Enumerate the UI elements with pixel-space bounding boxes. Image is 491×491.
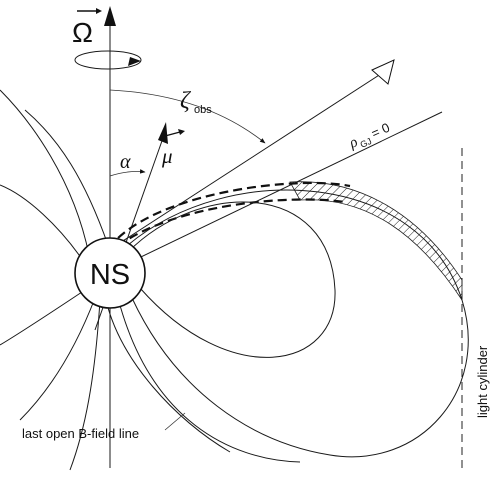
rho-equals-zero: = 0	[369, 120, 392, 141]
rho-gj-zero-label: ρ GJ = 0	[346, 120, 392, 152]
omega-label: Ω	[72, 17, 93, 48]
field-line-left-2	[0, 184, 89, 269]
field-line-left-4	[19, 297, 96, 421]
mu-symbol: μ	[161, 129, 185, 168]
mu-label: μ	[161, 144, 173, 168]
zeta-obs-symbol: ζ obs	[180, 88, 212, 116]
rho-label: ρ	[346, 134, 360, 152]
last-open-field-line	[127, 189, 469, 458]
alpha-label: α	[120, 151, 131, 173]
rho-subscript: GJ	[359, 136, 374, 150]
observer-eye-icon	[371, 59, 395, 85]
rotation-direction-ellipse	[74, 50, 142, 70]
outer-gap-lower-boundary	[117, 198, 346, 247]
last-open-line-leader	[164, 412, 186, 431]
field-line-left-1	[0, 89, 91, 261]
omega-symbol: Ω	[72, 8, 102, 48]
field-line-lower-2	[105, 299, 231, 453]
outer-gap-upper-boundary	[117, 181, 351, 239]
neutron-star-circle	[74, 237, 146, 309]
zeta-obs-arc	[109, 89, 266, 144]
field-line-left-5	[69, 299, 101, 471]
zeta-label: ζ	[180, 88, 192, 114]
field-line-lower-1	[117, 297, 301, 463]
rotation-axis-arrowhead	[104, 6, 116, 26]
field-line-left-3	[0, 287, 89, 346]
light-cylinder-label: light cylinder	[475, 345, 490, 418]
alpha-arc	[109, 169, 146, 177]
closed-field-line-inner	[127, 201, 336, 358]
magnetic-moment-arrowhead	[158, 122, 168, 144]
observer-line-of-sight	[111, 67, 391, 249]
last-open-line-label: last open B-field line	[22, 426, 139, 441]
field-line-upper-left	[24, 109, 109, 246]
rotation-direction-arrowhead	[128, 57, 141, 66]
outer-gap-hatched-region	[289, 181, 463, 302]
zeta-subscript: obs	[194, 104, 212, 116]
neutron-star-label: NS	[90, 259, 130, 291]
